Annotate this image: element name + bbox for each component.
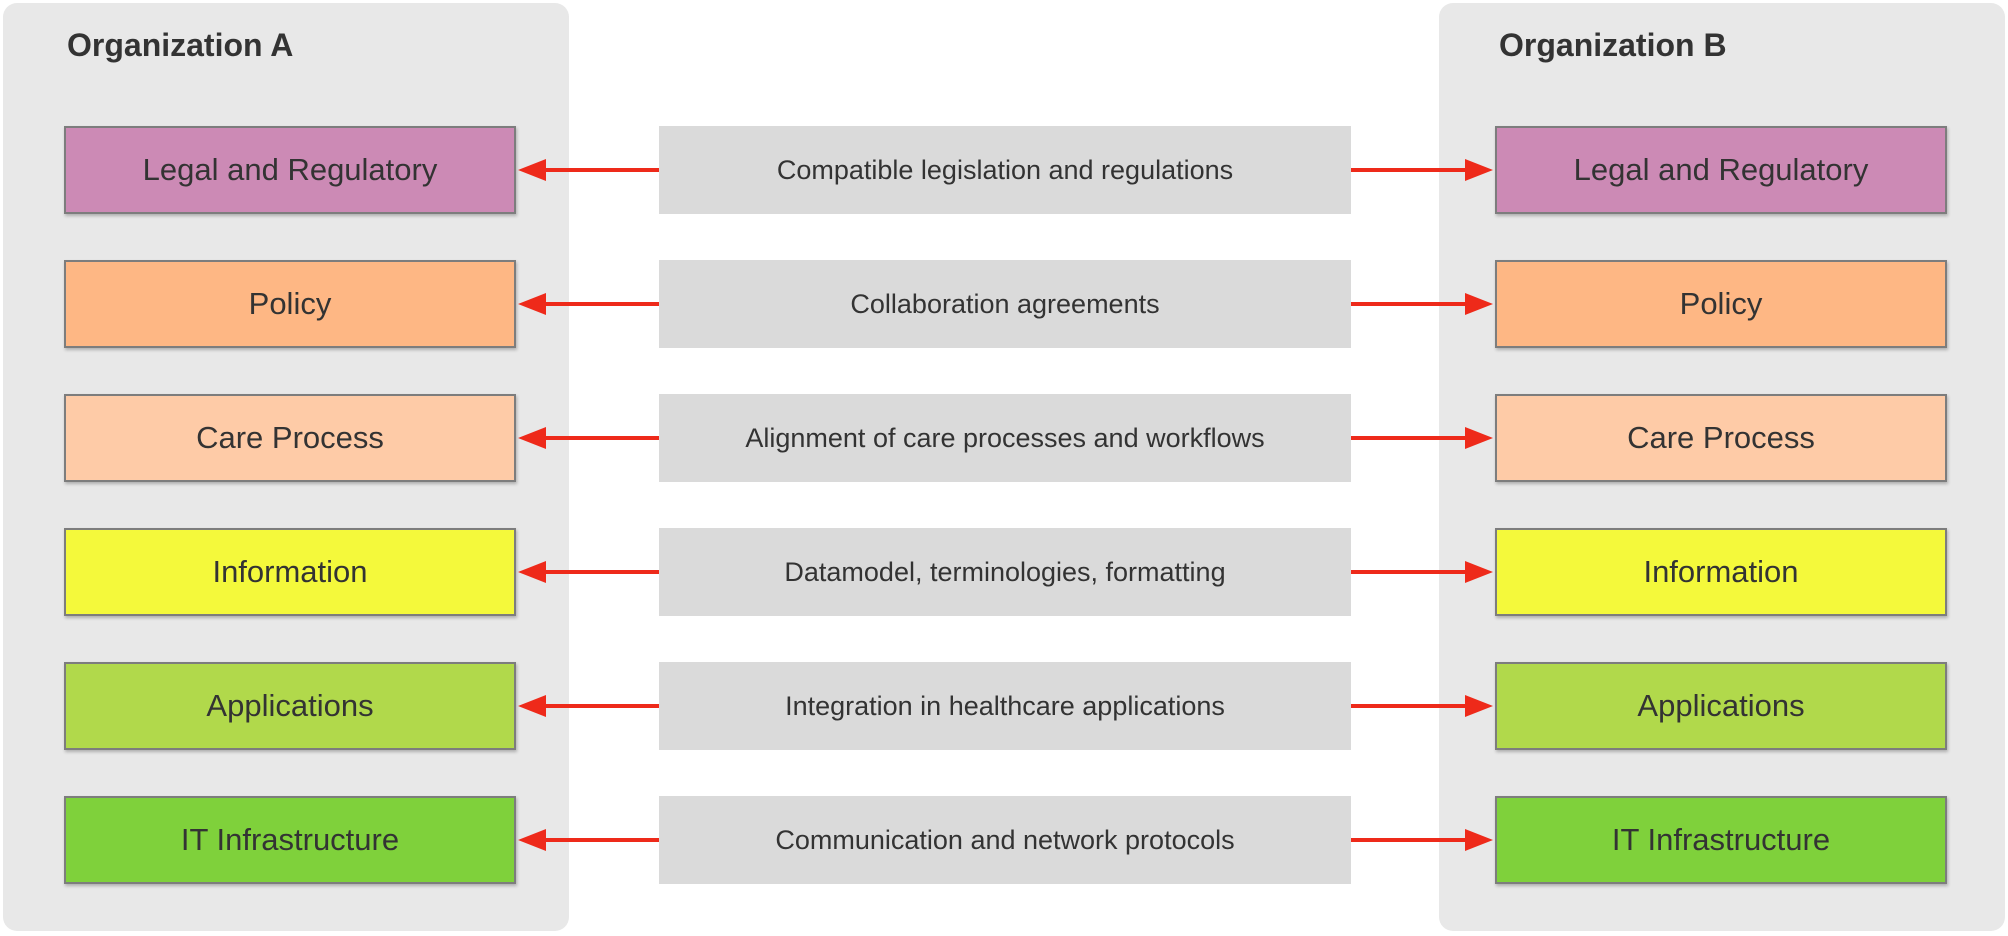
- link-information: Datamodel, terminologies, formatting: [659, 528, 1351, 616]
- organization-b-title: Organization B: [1499, 27, 1727, 63]
- link-applications: Integration in healthcare applications: [659, 662, 1351, 750]
- org-b-layer-it-infrastructure: IT Infrastructure: [1495, 796, 1947, 884]
- arrow-right-4-head: [1465, 695, 1493, 717]
- arrow-right-5-head: [1465, 829, 1493, 851]
- arrow-left-4-head: [518, 695, 546, 717]
- arrow-right-2-head: [1465, 427, 1493, 449]
- org-b-layer-information: Information: [1495, 528, 1947, 616]
- arrow-right-3-head: [1465, 561, 1493, 583]
- arrow-left-3-head: [518, 561, 546, 583]
- arrow-left-0-head: [518, 159, 546, 181]
- org-a-layer-information: Information: [64, 528, 516, 616]
- org-a-layer-applications: Applications: [64, 662, 516, 750]
- link-it-infrastructure: Communication and network protocols: [659, 796, 1351, 884]
- org-a-layer-legal: Legal and Regulatory: [64, 126, 516, 214]
- org-a-layer-care-process: Care Process: [64, 394, 516, 482]
- org-b-layer-applications: Applications: [1495, 662, 1947, 750]
- org-b-layer-legal: Legal and Regulatory: [1495, 126, 1947, 214]
- arrow-left-5-head: [518, 829, 546, 851]
- org-b-layer-policy: Policy: [1495, 260, 1947, 348]
- organization-a-title: Organization A: [67, 27, 294, 63]
- org-a-layer-policy: Policy: [64, 260, 516, 348]
- link-legal: Compatible legislation and regulations: [659, 126, 1351, 214]
- org-a-layer-it-infrastructure: IT Infrastructure: [64, 796, 516, 884]
- org-b-layer-care-process: Care Process: [1495, 394, 1947, 482]
- arrow-left-1-head: [518, 293, 546, 315]
- arrow-right-0-head: [1465, 159, 1493, 181]
- link-care-process: Alignment of care processes and workflow…: [659, 394, 1351, 482]
- arrow-left-2-head: [518, 427, 546, 449]
- arrow-right-1-head: [1465, 293, 1493, 315]
- link-policy: Collaboration agreements: [659, 260, 1351, 348]
